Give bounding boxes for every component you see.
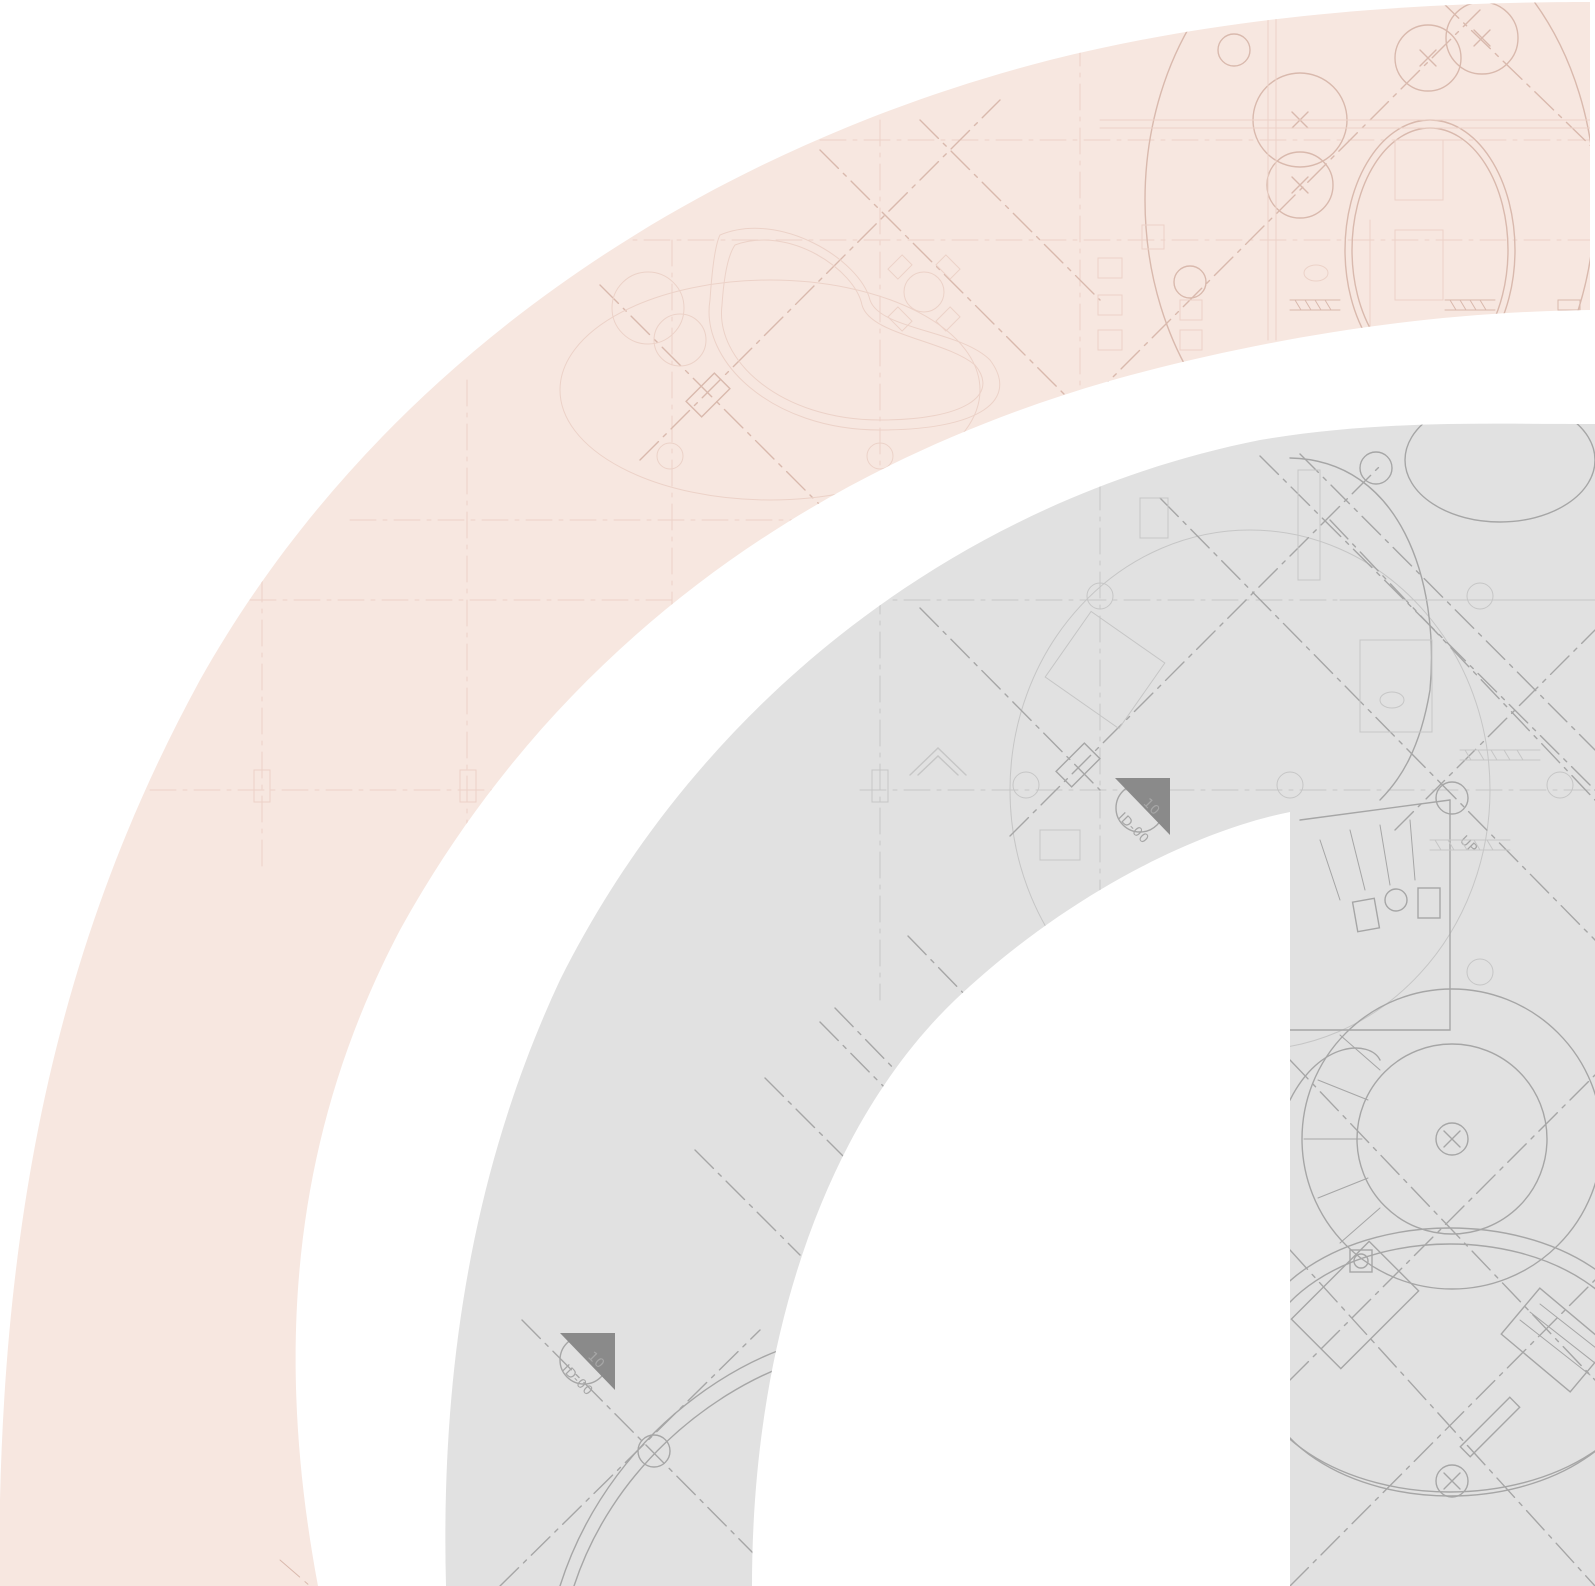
outer-blueprint-lines — [149, 2, 1590, 1586]
inner-arc-fill — [445, 423, 1595, 1586]
inner-arc-band: 10 ID-00 10 ID-00 — [445, 423, 1595, 1586]
inner-blueprint-lines: 10 ID-00 10 ID-00 — [499, 423, 1595, 1586]
